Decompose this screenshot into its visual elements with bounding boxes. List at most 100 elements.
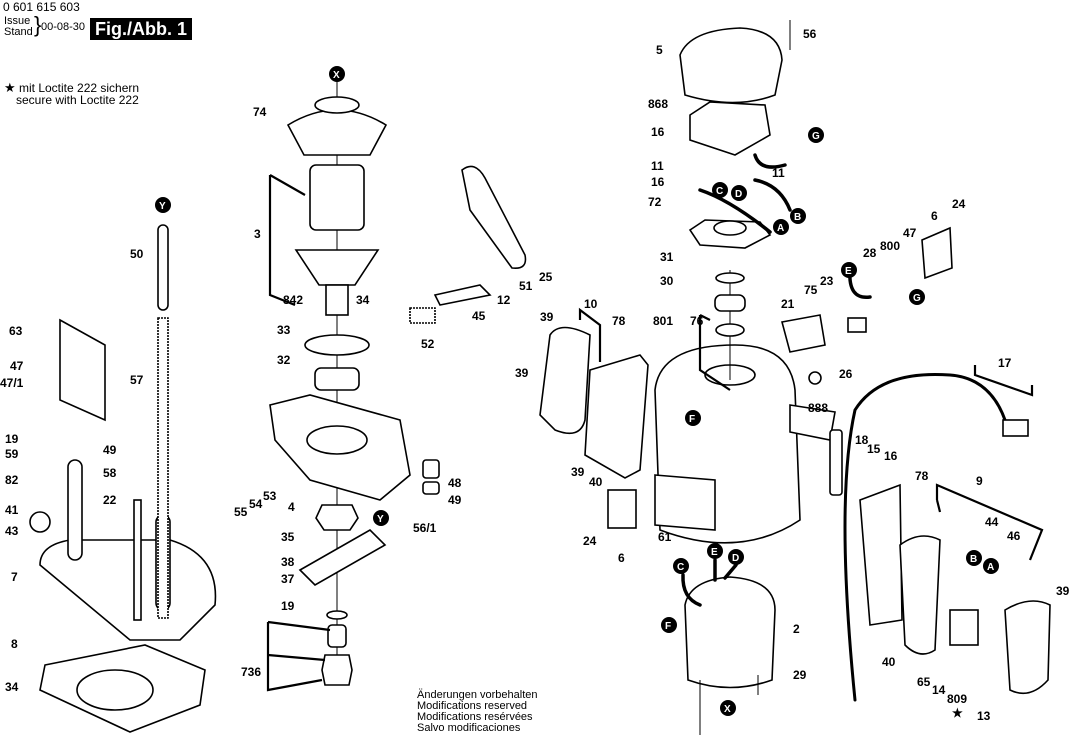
- part-label: 3: [254, 227, 261, 241]
- part-label: 74: [253, 105, 267, 119]
- part-label: 29: [793, 668, 807, 682]
- svg-text:A: A: [987, 562, 994, 573]
- part-label: 25: [539, 270, 553, 284]
- part-label: 65: [917, 675, 931, 689]
- fan-cover-74: [286, 109, 388, 156]
- part-label: 53: [263, 489, 277, 503]
- loctite-note: ★ mit Loctite 222 sichern secure with Lo…: [4, 81, 140, 106]
- modifications-notice: Änderungen vorbehalten Modifications res…: [417, 690, 537, 734]
- part-label: 63: [9, 324, 23, 338]
- part-label: 54: [249, 497, 263, 511]
- part-label: 13: [977, 709, 991, 723]
- part-label: 50: [130, 247, 144, 261]
- part-label: 15: [867, 442, 881, 456]
- svg-text:A: A: [777, 223, 784, 234]
- svg-text:E: E: [845, 266, 852, 277]
- part-label: 78: [915, 469, 929, 483]
- cover-6: [921, 226, 953, 280]
- part-label: 32: [277, 353, 291, 367]
- svg-text:G: G: [913, 293, 921, 304]
- note-line-de: mit Loctite 222 sichern: [19, 81, 140, 95]
- side-cover-drawing: [539, 307, 649, 529]
- handle-cover: [1004, 600, 1051, 695]
- part-label: 45: [472, 309, 486, 323]
- collet-nut: [321, 654, 353, 686]
- part-label: 16: [651, 125, 665, 139]
- spring-52: [409, 307, 436, 324]
- part-label: 21: [781, 297, 795, 311]
- ref-marker-b: B: [966, 550, 982, 566]
- knurl-49: [422, 481, 440, 495]
- svg-text:D: D: [735, 189, 742, 200]
- part-label: 43: [5, 524, 19, 538]
- top-cap-5: [679, 27, 783, 104]
- cover-868: [689, 101, 771, 156]
- part-label: 44: [985, 515, 999, 529]
- ref-marker-g: G: [909, 289, 925, 305]
- part-label: 11: [772, 166, 785, 180]
- issue-stand-label: Issue Stand: [4, 16, 33, 38]
- part-label: 11: [651, 159, 664, 173]
- part-label: 24: [952, 197, 966, 211]
- ref-marker-d: D: [728, 549, 744, 565]
- ref-marker-x: X: [329, 66, 345, 82]
- part-label: 16: [884, 449, 898, 463]
- ref-marker-g: G: [808, 127, 824, 143]
- ref-marker-y: Y: [373, 510, 389, 526]
- ref-marker-c: C: [712, 182, 728, 198]
- part-label: 46: [1007, 529, 1021, 543]
- part-label: 57: [130, 373, 144, 387]
- part-label: 61: [658, 530, 672, 544]
- part-label: 34: [5, 680, 19, 694]
- svg-text:D: D: [732, 553, 739, 564]
- brace: }: [34, 12, 42, 37]
- figure-badge: Fig./Abb. 1: [90, 18, 192, 40]
- bracket-21: [781, 314, 826, 353]
- part-label: 17: [998, 356, 1012, 370]
- part-label: 9: [976, 474, 983, 488]
- ref-marker-f: F: [685, 410, 701, 426]
- part-label: 39: [1056, 584, 1070, 598]
- cover-inner: [584, 354, 649, 479]
- issue-label: Issue: [4, 15, 31, 27]
- spring-57: [157, 317, 169, 619]
- part-label: 28: [863, 246, 877, 260]
- part-label: 16: [651, 175, 665, 189]
- part-number: 0 601 615 603: [3, 0, 80, 14]
- footer-line: Änderungen vorbehalten: [417, 689, 538, 701]
- ref-marker-y: Y: [155, 197, 171, 213]
- svg-text:X: X: [333, 70, 340, 81]
- part-label: 4: [288, 500, 295, 514]
- nut-48: [422, 459, 440, 479]
- threaded-rod-22: [133, 499, 142, 621]
- part-label: 10: [584, 297, 598, 311]
- part-label: 26: [839, 367, 853, 381]
- shaft-45: [433, 284, 492, 306]
- pin-50: [157, 224, 169, 311]
- part-label: 18: [855, 433, 869, 447]
- plate-37: [298, 529, 387, 586]
- part-label: 47: [903, 226, 917, 240]
- svg-text:F: F: [665, 621, 671, 632]
- part-label: 52: [421, 337, 435, 351]
- part-label: 736: [241, 665, 261, 679]
- part-label: 51: [519, 279, 533, 293]
- part-label: 76: [690, 314, 704, 328]
- ref-marker-a: A: [983, 558, 999, 574]
- switch-13: [949, 609, 979, 646]
- field-stator-2: [684, 576, 776, 689]
- part-label: 868: [648, 97, 668, 111]
- part-label: 22: [103, 493, 117, 507]
- cable-sleeve-18: [829, 429, 843, 496]
- armature-core: [309, 164, 365, 231]
- part-label: 38: [281, 555, 295, 569]
- plunge-base-drawing: [29, 224, 217, 733]
- part-labels: 74 3 842 34 33 32 50 63 47 47/1 57 19 59…: [0, 27, 1070, 723]
- part-label: 55: [234, 505, 248, 519]
- nut-26: [808, 371, 822, 385]
- part-label: 6: [931, 209, 938, 223]
- armature-drawing: [266, 80, 440, 692]
- part-label: 47: [10, 359, 24, 373]
- part-label: 39: [540, 310, 554, 324]
